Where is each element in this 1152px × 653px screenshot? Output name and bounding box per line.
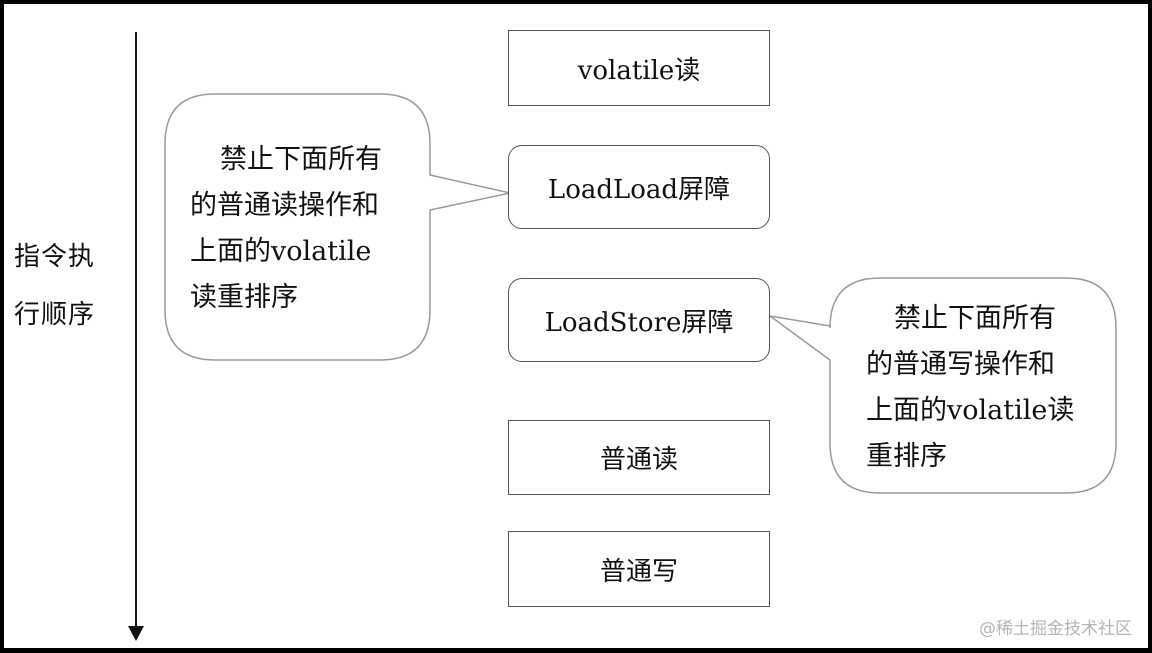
right-callout-line-2: 的普通写操作和: [866, 349, 1055, 380]
right-callout-line-3: 上面的volatile读: [866, 395, 1075, 426]
left-callout-line-3: 上面的volatile: [190, 236, 372, 267]
execution-order-label: 指令执 行顺序: [14, 228, 110, 344]
right-callout-line-1: 禁止下面所有: [894, 303, 1056, 334]
left-callout-bubble: [164, 93, 511, 361]
left-callout-line-1: 禁止下面所有: [220, 144, 382, 175]
right-callout-bubble: [769, 277, 1117, 494]
left-callout-line-2: 的普通读操作和: [190, 190, 379, 221]
normal-read-box: 普通读: [508, 420, 770, 495]
left-callout-line-4: 读重排序: [190, 282, 298, 313]
loadload-barrier-box: LoadLoad屏障: [508, 145, 770, 229]
execution-order-label-line-2: 行顺序: [14, 300, 96, 330]
right-callout-text: 禁止下面所有 的普通写操作和 上面的volatile读 重排序: [866, 296, 1074, 480]
watermark: @稀土掘金技术社区: [979, 619, 1132, 639]
normal-write-box: 普通写: [508, 531, 770, 607]
loadstore-barrier-box: LoadStore屏障: [508, 278, 770, 362]
volatile-read-box: volatile读: [508, 30, 770, 106]
left-callout-text: 禁止下面所有 的普通读操作和 上面的volatile 读重排序: [190, 137, 382, 321]
timeline-arrowhead: [128, 626, 144, 641]
execution-order-label-line-1: 指令执: [14, 242, 96, 272]
right-callout-line-4: 重排序: [866, 441, 947, 472]
